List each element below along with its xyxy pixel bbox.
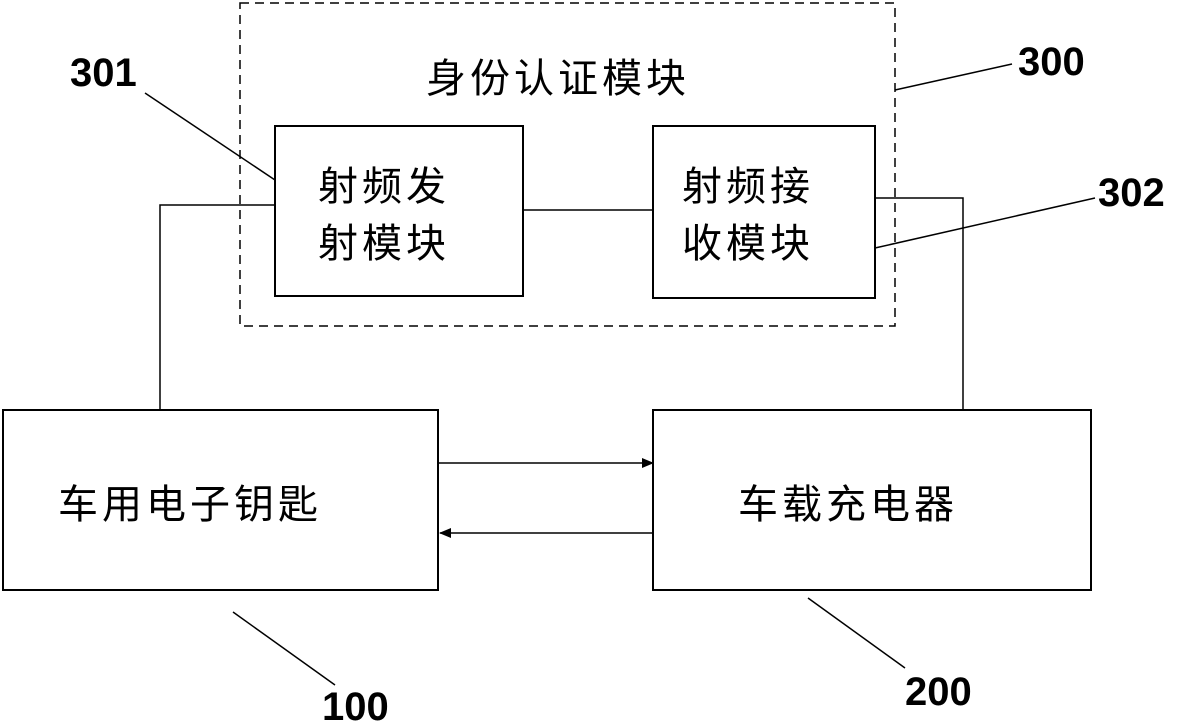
- ref-100-leader: [232, 611, 336, 686]
- ref-301: 301: [70, 51, 137, 95]
- ref-300: 300: [1018, 40, 1085, 84]
- electronic-key-label: 车用电子钥匙: [58, 482, 322, 528]
- onboard-charger-box: [652, 409, 1092, 591]
- ref-301-leader: [144, 92, 276, 181]
- ref-200-leader: [807, 597, 906, 669]
- rf-receive-label-line1: 射频接: [682, 164, 814, 210]
- ref-200: 200: [905, 670, 972, 714]
- ref-302: 302: [1098, 171, 1165, 215]
- rf-receive-label-line2: 收模块: [682, 221, 814, 267]
- auth-module-title: 身份认证模块: [426, 56, 690, 102]
- rf-transmit-label-line2: 射模块: [318, 221, 450, 267]
- key-to-transmit-wire: [159, 204, 275, 410]
- ref-300-leader: [894, 63, 1013, 91]
- receive-to-charger-wire: [875, 197, 964, 410]
- ref-100: 100: [322, 685, 389, 727]
- rf-transmit-module-box: [274, 125, 524, 297]
- ref-302-leader: [874, 197, 1096, 249]
- rf-receive-module-box: [652, 125, 876, 299]
- onboard-charger-label: 车载充电器: [738, 482, 958, 528]
- electronic-key-box: [2, 409, 439, 591]
- rf-transmit-label-line1: 射频发: [318, 164, 450, 210]
- auth-module-boundary: [239, 2, 896, 327]
